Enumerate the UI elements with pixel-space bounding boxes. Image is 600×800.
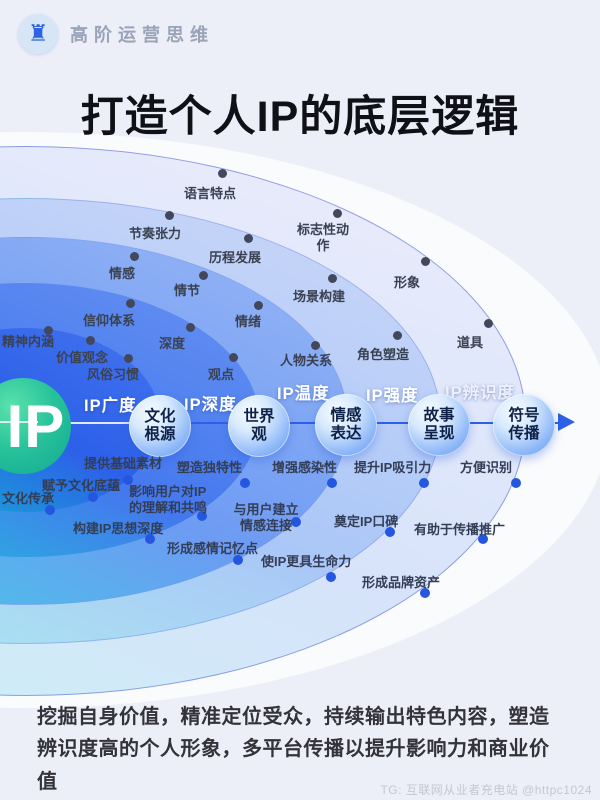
benefit-label: 增强感染性 [272, 460, 338, 475]
band-label-ip-strength: IP强度 [366, 387, 419, 405]
benefit-dot [145, 534, 155, 544]
center-ip-circle: IP [0, 378, 71, 474]
benefit-dot [123, 475, 133, 485]
factor-label: 形象 [394, 275, 421, 290]
node-symbol-spread: 符号 传播 [493, 394, 555, 456]
center-ip-label: IP [6, 392, 66, 460]
factor-dot [86, 336, 95, 345]
factor-dot [421, 257, 430, 266]
benefit-label: 使IP更具生命力 [261, 554, 352, 569]
node-culture-root: 文化 根源 [129, 395, 191, 457]
factor-dot [229, 353, 238, 362]
brand-header: ♜ 高阶运营思维 [18, 14, 214, 54]
benefit-label: 有助于传播推广 [414, 522, 506, 537]
axis-line-white [60, 422, 138, 424]
factor-label: 情感 [109, 266, 136, 281]
factor-dot [130, 252, 139, 261]
benefit-dot [88, 492, 98, 502]
band-label-ip-recognition: IP辨识度 [445, 384, 516, 402]
benefit-dot [420, 588, 430, 598]
factor-dot [126, 299, 135, 308]
factor-label: 场景构建 [293, 289, 346, 304]
benefit-label: 赋予文化底蕴 [42, 478, 121, 493]
benefit-dot [240, 478, 250, 488]
benefit-dot [233, 555, 243, 565]
factor-label: 标志性动 作 [296, 222, 349, 253]
factor-label: 风俗习惯 [87, 367, 140, 382]
factor-dot [333, 209, 342, 218]
factor-label: 精神内涵 [2, 334, 55, 349]
factor-label: 人物关系 [280, 353, 333, 368]
factor-dot [244, 234, 253, 243]
benefit-dot [385, 527, 395, 537]
benefit-dot [291, 517, 301, 527]
factor-label: 价值观念 [56, 350, 109, 365]
node-story-presentation: 故事 呈现 [408, 394, 470, 456]
benefit-dot [478, 534, 488, 544]
benefit-label: 奠定IP口碑 [334, 514, 399, 529]
benefit-label: 形成感情记忆点 [167, 541, 259, 556]
benefit-dot [327, 478, 337, 488]
watermark-text: TG: 互联网从业者充电站 @httpc1024 [380, 783, 592, 797]
factor-dot [44, 326, 53, 335]
factor-dot [199, 271, 208, 280]
factor-label: 情绪 [235, 314, 262, 329]
brand-name: 高阶运营思维 [70, 25, 214, 45]
node-worldview: 世界 观 [228, 395, 290, 457]
factor-dot [328, 274, 337, 283]
summary-text: 挖掘自身价值，精准定位受众，持续输出特色内容，塑造辨识度高的个人形象，多平台传播… [37, 706, 550, 793]
axis-line-left [0, 421, 38, 423]
benefit-label: 提升IP吸引力 [354, 460, 432, 475]
factor-dot [254, 301, 263, 310]
benefit-label: 构建IP思想深度 [73, 521, 164, 536]
benefit-label: 方便识别 [460, 460, 513, 475]
benefit-label: 影响用户对IP 的理解和共鸣 [129, 484, 208, 515]
factor-dot [124, 354, 133, 363]
page-title: 打造个人IP的底层逻辑 [80, 93, 520, 141]
benefit-label: 提供基础素材 [84, 456, 163, 471]
factor-dot [165, 211, 174, 220]
benefit-label: 形成品牌资产 [362, 575, 441, 590]
benefit-label: 文化传承 [2, 491, 55, 506]
factor-label: 观点 [208, 367, 235, 382]
factor-label: 深度 [159, 336, 186, 351]
chess-rook-icon: ♜ [27, 20, 49, 47]
benefit-dot [511, 478, 521, 488]
factor-label: 角色塑造 [357, 347, 410, 362]
factor-label: 历程发展 [209, 250, 262, 265]
factor-dot [218, 169, 227, 178]
benefit-label: 与用户建立 情感连接 [233, 502, 299, 533]
factor-label: 道具 [457, 335, 484, 350]
benefit-dot [45, 505, 55, 515]
benefit-dot [197, 511, 207, 521]
band-label-ip-depth: IP深度 [184, 396, 237, 414]
band-label-ip-breadth: IP广度 [84, 397, 137, 415]
factor-label: 信仰体系 [83, 313, 136, 328]
factor-dot [484, 319, 493, 328]
factor-dot [311, 341, 320, 350]
factor-label: 语言特点 [184, 186, 237, 201]
factor-label: 节奏张力 [129, 226, 182, 241]
node-emotional-expression: 情感 表达 [315, 394, 377, 456]
factor-dot [393, 331, 402, 340]
factor-label: 情节 [174, 283, 201, 298]
band-label-ip-warmth: IP温度 [277, 385, 330, 403]
benefit-dot [326, 572, 336, 582]
benefit-label: 塑造独特性 [177, 460, 243, 475]
flow-arrow-icon [558, 413, 575, 431]
benefit-dot [419, 478, 429, 488]
brand-avatar: ♜ [18, 14, 58, 54]
factor-dot [186, 323, 195, 332]
